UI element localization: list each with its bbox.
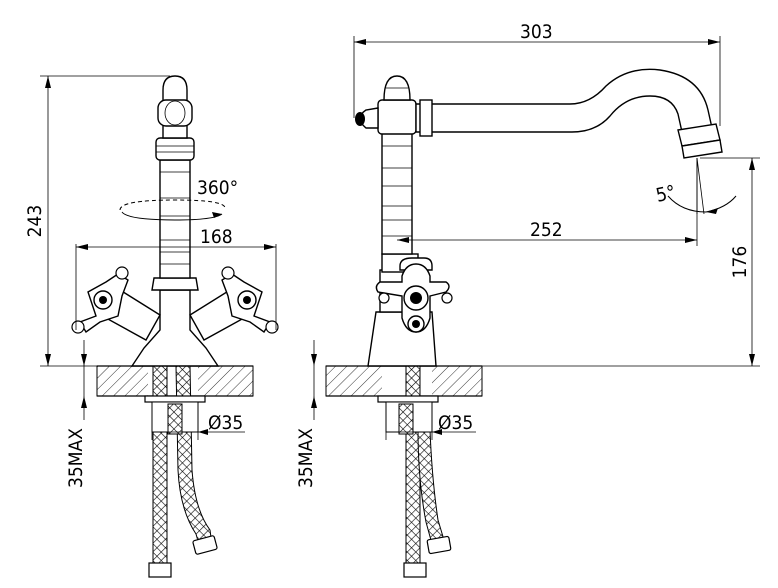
side-countertop <box>325 365 760 397</box>
front-hole-label: Ø35 <box>208 412 243 434</box>
dim-spout-height: 176 <box>700 157 760 366</box>
dim-spout-length: 303 <box>353 21 721 126</box>
spout-height-label: 176 <box>729 246 751 279</box>
front-body <box>130 75 220 367</box>
dim-side-hole: Ø35 <box>385 405 476 440</box>
dim-handle-span: 168 <box>75 226 277 330</box>
front-view: 243 360° 168 Ø35 35MAX <box>24 75 279 578</box>
rotation-label: 360° <box>197 177 238 199</box>
front-max-label: 35MAX <box>65 428 87 488</box>
dim-spout-reach: 252 <box>397 158 698 246</box>
side-body <box>355 68 723 367</box>
side-hole-label: Ø35 <box>438 412 473 434</box>
dim-front-hole: Ø35 <box>151 405 245 440</box>
front-supply-hoses <box>144 365 218 578</box>
front-countertop <box>96 365 254 397</box>
side-view: 303 252 5° 176 <box>295 21 760 578</box>
tilt-angle-label: 5° <box>654 181 678 207</box>
rotation-indicator <box>119 199 226 221</box>
front-height-label: 243 <box>24 205 46 238</box>
dim-front-height: 243 <box>24 75 170 367</box>
dim-tilt-angle: 5° <box>654 157 737 215</box>
spout-length-label: 303 <box>520 21 553 43</box>
dim-front-max: 35MAX <box>65 340 87 488</box>
side-max-label: 35MAX <box>295 428 317 488</box>
side-supply-hoses <box>377 365 452 578</box>
dim-side-max: 35MAX <box>295 340 317 488</box>
handle-span-label: 168 <box>200 226 233 248</box>
front-right-handle <box>189 266 279 341</box>
front-left-handle <box>71 266 161 341</box>
spout-reach-label: 252 <box>530 219 563 241</box>
